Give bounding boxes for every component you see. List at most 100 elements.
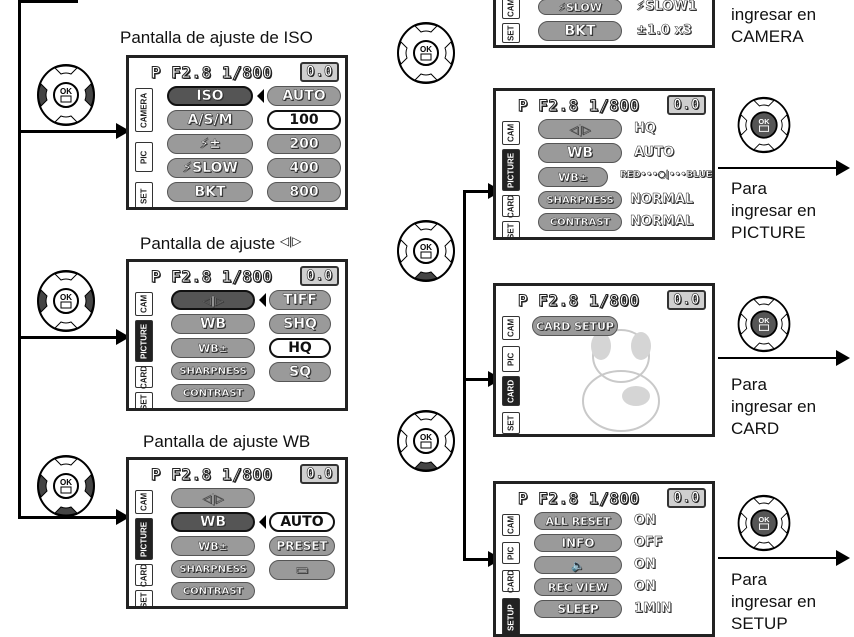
ev-badge: 0.0 xyxy=(300,266,339,286)
quality-screen-caption: Pantalla de ajuste ◁|▷ xyxy=(140,234,301,254)
menu-sharpness[interactable]: SHARPNESS xyxy=(538,191,622,209)
option-preset[interactable]: PRESET xyxy=(269,536,335,556)
tab-set[interactable]: SET xyxy=(135,590,153,609)
dpad-icon[interactable]: OK xyxy=(33,62,99,128)
setup-note: Para ingresar en SETUP xyxy=(731,569,816,635)
tab-card[interactable]: CARD xyxy=(502,570,520,592)
ev-badge: 0.0 xyxy=(300,464,339,484)
tab-cam[interactable]: CAM xyxy=(502,316,520,340)
menu-wb[interactable]: WB xyxy=(171,314,255,334)
ok-label: OK xyxy=(420,45,432,54)
ok-label: OK xyxy=(759,515,771,524)
tab-set[interactable]: SET xyxy=(502,221,520,240)
menu-rec-view[interactable]: REC VIEW xyxy=(534,578,622,596)
ev-badge: 0.0 xyxy=(667,95,706,115)
quality-branch-line xyxy=(18,336,118,339)
quality-caption-text: Pantalla de ajuste xyxy=(140,234,275,253)
menu-wb-comp[interactable]: WB± xyxy=(538,167,608,187)
tab-cam[interactable]: CAM xyxy=(502,514,520,536)
option-100[interactable]: 100 xyxy=(267,110,341,130)
dpad-icon[interactable]: OK xyxy=(393,218,459,284)
tab-picture[interactable]: PICTURE xyxy=(502,149,520,191)
rec-view-value: ON xyxy=(634,579,656,594)
tab-pic[interactable]: PIC xyxy=(502,542,520,564)
option-400[interactable]: 400 xyxy=(267,158,341,178)
tab-card[interactable]: CARD xyxy=(135,366,153,388)
quality-icon: ◁|▷ xyxy=(280,234,302,248)
dpad-icon[interactable]: OK xyxy=(33,268,99,334)
option-custom-wb[interactable]: ▭ xyxy=(269,560,335,580)
status-bar: P F2.8 1/800 0.0 xyxy=(496,286,712,314)
sound-value: ON xyxy=(634,557,656,572)
side-tabs: CAM PIC CARD SET xyxy=(502,316,520,430)
menu-contrast[interactable]: CONTRAST xyxy=(171,384,255,402)
option-auto[interactable]: AUTO xyxy=(269,512,335,532)
option-800[interactable]: 800 xyxy=(267,182,341,202)
option-200[interactable]: 200 xyxy=(267,134,341,154)
side-tabs: CAMERA PIC SET xyxy=(135,88,153,203)
tab-card[interactable]: CARD xyxy=(502,195,520,217)
tab-setup[interactable]: SETUP xyxy=(502,598,520,637)
menu-quality[interactable]: ◁|▷ xyxy=(538,119,622,139)
option-sq[interactable]: SQ xyxy=(269,362,331,382)
tab-card[interactable]: CARD xyxy=(502,376,520,406)
menu-flash-comp[interactable]: ⚡± xyxy=(167,134,253,154)
menu-wb-comp[interactable]: WB± xyxy=(171,338,255,358)
tab-set[interactable]: SET xyxy=(135,182,153,210)
menu-bkt[interactable]: BKT xyxy=(538,21,622,41)
note-line: PICTURE xyxy=(731,222,816,244)
option-shq[interactable]: SHQ xyxy=(269,314,331,334)
dpad-icon[interactable]: OK xyxy=(734,294,794,354)
menu-card-setup[interactable]: CARD SETUP xyxy=(532,316,618,336)
menu-wb-comp[interactable]: WB± xyxy=(171,536,255,556)
exposure-readout: P F2.8 1/800 xyxy=(151,267,273,286)
menu-wb[interactable]: WB xyxy=(538,143,622,163)
tab-set[interactable]: SET xyxy=(502,412,520,434)
option-tiff[interactable]: TIFF xyxy=(269,290,331,310)
dpad-icon[interactable]: OK xyxy=(734,493,794,553)
menu-sound[interactable]: 🔈 xyxy=(534,556,622,574)
menu-all-reset[interactable]: ALL RESET xyxy=(534,512,622,530)
tab-picture[interactable]: PICTURE xyxy=(135,518,153,560)
dpad-icon[interactable]: OK xyxy=(33,453,99,519)
menu-sleep[interactable]: SLEEP xyxy=(534,600,622,618)
picture-menu-screen: P F2.8 1/800 0.0 CAM PICTURE CARD SET ◁|… xyxy=(493,88,715,240)
ok-label: OK xyxy=(60,293,72,302)
tab-cam[interactable]: CAM xyxy=(135,292,153,316)
tab-cam[interactable]: CAM xyxy=(502,121,520,145)
menu-bkt[interactable]: BKT xyxy=(167,182,253,202)
menu-slow-sync[interactable]: ⚡SLOW xyxy=(167,158,253,178)
menu-iso[interactable]: ISO xyxy=(167,86,253,106)
status-bar: P F2.8 1/800 0.0 xyxy=(129,58,345,86)
wb-comp-value: RED•••○|•••BLUE xyxy=(620,170,712,180)
menu-quality[interactable]: ◁|▷ xyxy=(171,290,255,310)
exposure-readout: P F2.8 1/800 xyxy=(151,465,273,484)
menu-sharpness[interactable]: SHARPNESS xyxy=(171,362,255,380)
dpad-icon[interactable]: OK xyxy=(734,95,794,155)
menu-contrast[interactable]: CONTRAST xyxy=(538,213,622,231)
tab-picture[interactable]: PICTURE xyxy=(135,320,153,362)
tab-card[interactable]: CARD xyxy=(135,564,153,586)
menu-wb[interactable]: WB xyxy=(171,512,255,532)
exposure-readout: P F2.8 1/800 xyxy=(518,291,640,310)
menu-asm[interactable]: A/S/M xyxy=(167,110,253,130)
tab-cam[interactable]: CAM xyxy=(135,490,153,514)
tab-cam[interactable]: CAM xyxy=(502,0,520,19)
option-hq[interactable]: HQ xyxy=(269,338,331,358)
tab-set[interactable]: SET xyxy=(135,392,153,411)
dpad-icon[interactable]: OK xyxy=(393,408,459,474)
note-line: ingresar en xyxy=(731,591,816,613)
menu-contrast[interactable]: CONTRAST xyxy=(171,582,255,600)
menu-slow-sync[interactable]: ⚡SLOW xyxy=(538,0,622,15)
note-line: ingresar en xyxy=(731,4,816,26)
side-tabs: CAM PIC CARD SETUP xyxy=(502,514,520,630)
dpad-icon[interactable]: OK xyxy=(393,20,459,86)
tab-set[interactable]: SET xyxy=(502,23,520,43)
option-auto[interactable]: AUTO xyxy=(267,86,341,106)
menu-info[interactable]: INFO xyxy=(534,534,622,552)
tab-camera[interactable]: CAMERA xyxy=(135,88,153,132)
menu-sharpness[interactable]: SHARPNESS xyxy=(171,560,255,578)
tab-pic[interactable]: PIC xyxy=(502,346,520,372)
tab-pic[interactable]: PIC xyxy=(135,142,153,172)
menu-quality[interactable]: ◁|▷ xyxy=(171,488,255,508)
